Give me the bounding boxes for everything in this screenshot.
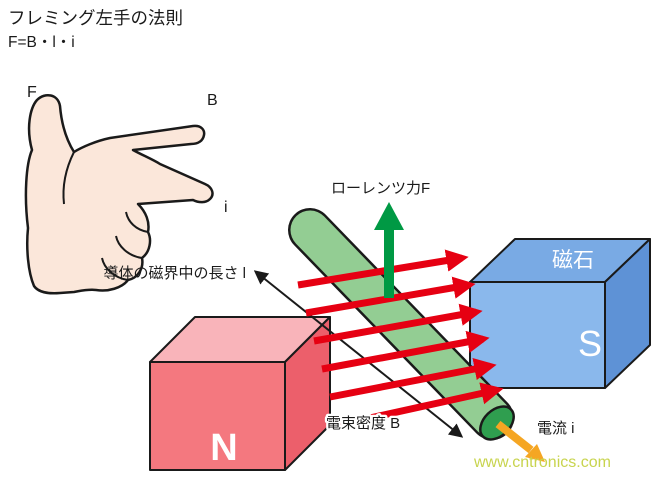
hand-force-label: F <box>27 84 37 101</box>
flux-arrow-4 <box>321 330 490 373</box>
formula-text: F=B・l・i <box>8 34 75 51</box>
left-hand-illustration <box>24 93 214 295</box>
flux-arrow-5 <box>329 357 497 401</box>
current-label: 電流 i <box>537 420 575 437</box>
hand-current-label: i <box>224 199 228 216</box>
flux-arrow-6 <box>337 382 504 429</box>
north-pole-label: N <box>210 427 237 469</box>
flux-arrows <box>297 249 504 429</box>
north-magnet-front-face <box>149 361 286 471</box>
south-pole-label: S <box>578 323 602 364</box>
hand-field-label: B <box>207 92 218 109</box>
lorentz-force-arrow <box>374 202 404 298</box>
page-title: フレミング左手の法則 <box>8 8 183 28</box>
curled-finger-crease-3 <box>101 257 129 281</box>
magnet-caption: 磁石 <box>552 249 594 272</box>
flux-arrow-2 <box>305 276 476 317</box>
flux-arrow-1 <box>297 249 469 289</box>
watermark-text: www.cntronics.com <box>473 454 611 471</box>
flux-arrow-3 <box>313 303 483 345</box>
lorentz-force-label: ローレンツ力F <box>331 180 430 197</box>
north-magnet: N <box>149 316 331 471</box>
current-arrow-head <box>525 444 545 462</box>
current-arrow <box>495 420 545 462</box>
conductor-length-label: 導体の磁界中の長さ l <box>103 265 246 282</box>
flux-density-label: 電束密度 B <box>326 415 400 432</box>
hand-outline <box>24 93 214 295</box>
current-arrow-shaft <box>495 420 534 454</box>
lorentz-arrow-head <box>374 202 404 230</box>
curled-finger-crease-1 <box>125 211 149 233</box>
curled-finger-crease-2 <box>115 235 143 259</box>
thumb-crease <box>62 151 75 205</box>
south-magnet: 磁石 S <box>469 238 651 389</box>
